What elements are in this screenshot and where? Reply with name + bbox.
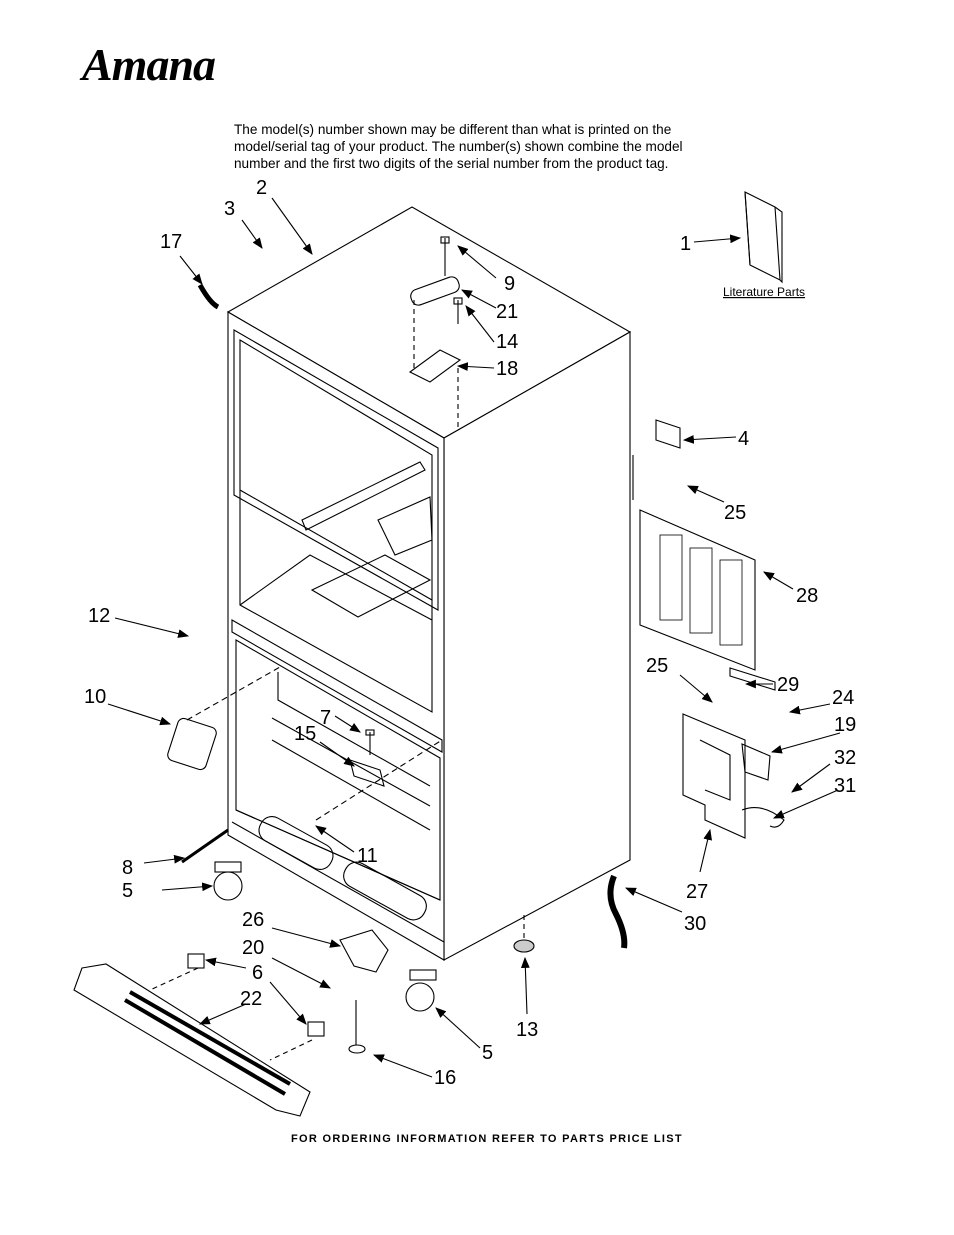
callout-leaders: [107, 197, 841, 1078]
callout-22: 22: [240, 988, 262, 1010]
callout-28: 28: [796, 585, 818, 607]
callout-29: 29: [777, 674, 799, 696]
callout-26: 26: [242, 909, 264, 931]
front-base-parts: [73, 666, 535, 1117]
callout-9: 9: [504, 273, 515, 295]
note-line: The model(s) number shown may be differe…: [234, 122, 672, 137]
callout-4: 4: [738, 428, 749, 450]
rear-parts: [607, 419, 785, 949]
callout-5b: 5: [482, 1042, 493, 1064]
callout-5a: 5: [122, 880, 133, 902]
callout-31: 31: [834, 775, 856, 797]
callout-3: 3: [224, 198, 235, 220]
callout-32: 32: [834, 747, 856, 769]
callout-1: 1: [680, 233, 691, 255]
callout-12: 12: [88, 605, 110, 627]
callout-13: 13: [516, 1019, 538, 1041]
callout-2: 2: [256, 177, 267, 199]
literature-book: [744, 191, 783, 284]
callout-20: 20: [242, 937, 264, 959]
callout-16: 16: [434, 1067, 456, 1089]
callout-8: 8: [122, 857, 133, 879]
callout-11: 11: [357, 845, 378, 867]
refrigerator-cabinet: [226, 206, 632, 961]
callout-27: 27: [686, 881, 708, 903]
callout-24: 24: [832, 687, 854, 709]
callout-7: 7: [320, 707, 331, 729]
note-line: number and the first two digits of the s…: [234, 156, 669, 171]
amana-logo: Amana: [82, 39, 216, 90]
callout-17: 17: [160, 231, 182, 253]
callout-15: 15: [294, 723, 316, 745]
callout-25b: 25: [646, 655, 668, 677]
center-hinge-parts: [315, 729, 443, 821]
top-hinge-parts: [197, 236, 463, 430]
callout-14: 14: [496, 331, 518, 353]
callout-6: 6: [252, 962, 263, 984]
callout-18: 18: [496, 358, 518, 380]
callout-numbers: 1 2 3 4 5 5 6 7 8 9 10 11 12 13 14 15 16…: [84, 177, 856, 1089]
literature-parts-label: Literature Parts: [723, 285, 805, 299]
callout-25a: 25: [724, 502, 746, 524]
model-number-note: The model(s) number shown may be differe…: [234, 121, 734, 172]
callout-19: 19: [834, 714, 856, 736]
note-line: model/serial tag of your product. The nu…: [234, 139, 683, 154]
callout-30: 30: [684, 913, 706, 935]
callout-21: 21: [496, 301, 518, 323]
callout-10: 10: [84, 686, 106, 708]
ordering-info-footer: FOR ORDERING INFORMATION REFER TO PARTS …: [291, 1133, 683, 1145]
